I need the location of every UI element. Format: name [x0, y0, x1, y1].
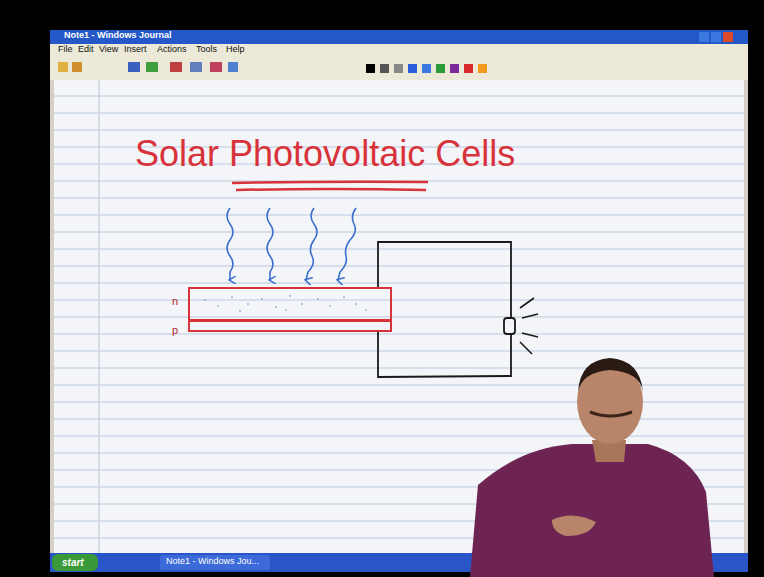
- menu-item: Tools: [196, 45, 217, 55]
- toolbar: [50, 56, 748, 80]
- menu-item: Actions: [157, 45, 187, 55]
- menu-item: View: [99, 45, 118, 55]
- start-button: [52, 554, 98, 571]
- min-button: [699, 32, 709, 42]
- task-label: Note1 - Windows Jou...: [166, 557, 259, 567]
- menu-bar: [50, 44, 748, 56]
- circuit-wire: [378, 242, 511, 377]
- n-layer: n: [188, 287, 392, 321]
- menu-item: Insert: [124, 45, 147, 55]
- layer-label: p: [172, 324, 178, 336]
- color-palette: [366, 64, 487, 73]
- title-underline: [232, 182, 428, 190]
- charge-dots: [204, 295, 367, 312]
- lecturer: [470, 358, 714, 577]
- max-button: [711, 32, 721, 42]
- p-layer: p: [188, 320, 392, 332]
- task-button: [160, 555, 270, 570]
- title-bar: [50, 30, 748, 44]
- title: Solar Photovoltaic Cells: [135, 134, 515, 174]
- menu-item: Help: [226, 45, 245, 55]
- window-title: Note1 - Windows Journal: [64, 31, 171, 41]
- bulb-symbol: [504, 298, 538, 354]
- margin-line: [98, 80, 100, 553]
- layer-label: n: [172, 295, 178, 307]
- toolbar-icons: [58, 62, 238, 72]
- close-button: [723, 32, 733, 42]
- menu-item: Edit: [78, 45, 94, 55]
- light-rays: [227, 208, 356, 280]
- start-label: start: [62, 557, 84, 568]
- menu-item: File: [58, 45, 73, 55]
